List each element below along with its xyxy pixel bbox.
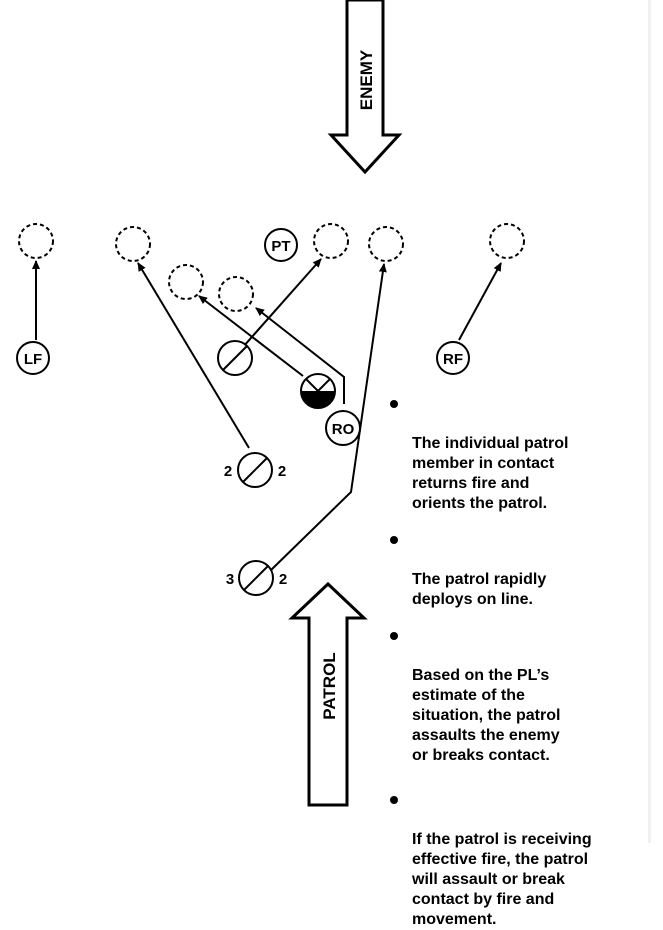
note-text: The patrol rapidly deploys on line. [412, 571, 547, 608]
team-b-left-count: 3 [226, 571, 234, 588]
note-item: Based on the PL’s estimate of the situat… [388, 626, 663, 766]
bullet-icon [390, 400, 398, 408]
bullet-icon [390, 796, 398, 804]
team-b-right-count: 2 [279, 571, 287, 588]
dest-position-pt [313, 223, 349, 259]
page-edge-divider [648, 0, 651, 843]
position-lf: LF [16, 341, 50, 375]
drill-notes-list: The individual patrol member in contact … [388, 394, 663, 930]
dest-position-lf [18, 223, 54, 259]
patrol-label: PATROL [320, 652, 339, 719]
movement-arrows [32, 258, 502, 572]
position-ro-label: RO [332, 421, 355, 438]
team-a-move-arrow [137, 262, 250, 449]
destination-positions [18, 223, 525, 312]
position-pt-label: PT [271, 238, 290, 255]
position-rf-label: RF [443, 351, 463, 368]
dest-position-6 [368, 226, 404, 262]
team-b-symbol: 3 2 [226, 560, 287, 596]
note-item: The patrol rapidly deploys on line. [388, 530, 663, 610]
note-text: If the patrol is receiving effective fir… [412, 831, 592, 928]
patrol-leader-symbol [300, 373, 336, 409]
pl-move-arrow [198, 295, 304, 377]
contact-drill-diagram: ENEMY PATROL LF RF PT RO [16, 0, 525, 807]
ro-move-arrow [255, 307, 345, 404]
dest-position-2 [115, 226, 151, 262]
position-lf-label: LF [24, 351, 42, 368]
member-symbol [217, 340, 253, 376]
dest-position-4 [218, 276, 254, 312]
team-b-move-arrow [269, 263, 387, 572]
note-text: Based on the PL’s estimate of the situat… [412, 667, 561, 764]
enemy-direction-arrow: ENEMY [327, 0, 403, 175]
team-a-left-count: 2 [224, 463, 232, 480]
dest-position-rf [489, 223, 525, 259]
team-a-symbol: 2 2 [224, 452, 286, 488]
position-pt: PT [264, 228, 298, 262]
rf-move-arrow [458, 262, 502, 341]
team-a-right-count: 2 [278, 463, 286, 480]
note-text: The individual patrol member in contact … [412, 435, 569, 512]
member-move-arrow [234, 258, 322, 357]
dest-position-3 [168, 264, 204, 300]
position-rf: RF [436, 341, 470, 375]
position-ro: RO [325, 410, 361, 446]
bullet-icon [390, 536, 398, 544]
enemy-label: ENEMY [357, 49, 376, 110]
patrol-direction-arrow: PATROL [288, 581, 368, 807]
bullet-icon [390, 632, 398, 640]
note-item: The individual patrol member in contact … [388, 394, 663, 514]
note-item: If the patrol is receiving effective fir… [388, 790, 663, 930]
